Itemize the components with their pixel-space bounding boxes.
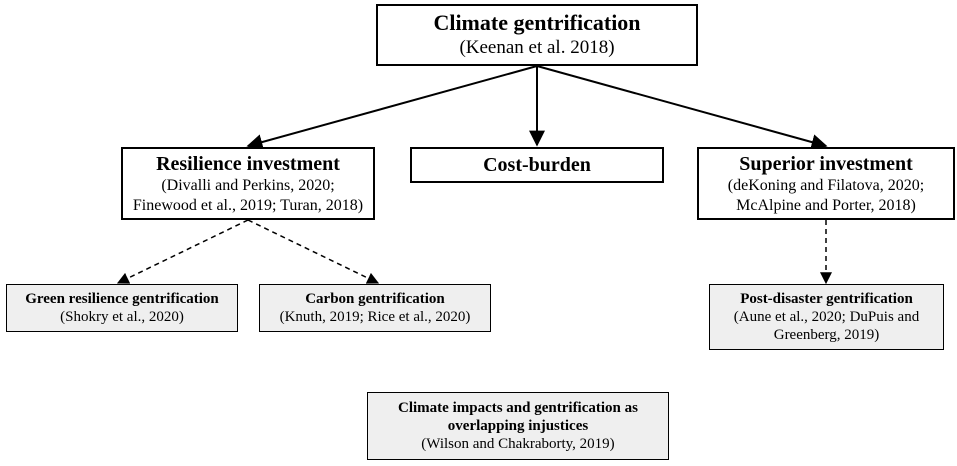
- overlapping-injustices-title-line-1: Climate impacts and gentrification as: [398, 400, 638, 416]
- post-disaster-gentrification-title: Post-disaster gentrification: [740, 291, 913, 307]
- edge-resilience-to-green-resilience: [116, 219, 249, 284]
- superior-investment-citation-line-2: McAlpine and Porter, 2018): [736, 196, 916, 214]
- edge-root-to-resilience-investment: [246, 65, 538, 150]
- resilience-investment-box: Resilience investment (Divalli and Perki…: [121, 147, 375, 220]
- overlapping-injustices-citation: (Wilson and Chakraborty, 2019): [421, 436, 615, 452]
- climate-gentrification-citation: (Keenan et al. 2018): [459, 36, 615, 58]
- edge-resilience-to-carbon: [247, 219, 380, 284]
- superior-investment-title: Superior investment: [739, 153, 913, 176]
- climate-gentrification-box: Climate gentrification (Keenan et al. 20…: [376, 4, 698, 66]
- green-resilience-gentrification-title: Green resilience gentrification: [25, 291, 219, 307]
- overlapping-injustices-title-line-2: overlapping injustices: [447, 418, 589, 434]
- superior-investment-box: Superior investment (deKoning and Filato…: [697, 147, 955, 220]
- climate-gentrification-title: Climate gentrification: [433, 10, 641, 36]
- carbon-gentrification-box: Carbon gentrification (Knuth, 2019; Rice…: [259, 284, 491, 332]
- post-disaster-gentrification-citation-line-1: (Aune et al., 2020; DuPuis and: [733, 309, 920, 325]
- overlapping-injustices-box: Climate impacts and gentrification as ov…: [367, 392, 669, 460]
- resilience-investment-citation-line-1: (Divalli and Perkins, 2020;: [161, 177, 335, 195]
- edge-root-to-superior-investment: [536, 65, 828, 150]
- resilience-investment-citation-line-2: Finewood et al., 2019; Turan, 2018): [132, 196, 364, 214]
- green-resilience-gentrification-box: Green resilience gentrification (Shokry …: [6, 284, 238, 332]
- resilience-investment-title: Resilience investment: [156, 153, 340, 176]
- superior-investment-citation-line-1: (deKoning and Filatova, 2020;: [727, 177, 925, 195]
- carbon-gentrification-title: Carbon gentrification: [305, 291, 445, 307]
- post-disaster-gentrification-box: Post-disaster gentrification (Aune et al…: [709, 284, 944, 350]
- post-disaster-gentrification-citation-line-2: Greenberg, 2019): [773, 327, 880, 343]
- carbon-gentrification-citation: (Knuth, 2019; Rice et al., 2020): [279, 309, 471, 325]
- cost-burden-box: Cost-burden: [410, 147, 664, 183]
- green-resilience-gentrification-citation: (Shokry et al., 2020): [60, 309, 184, 325]
- cost-burden-title: Cost-burden: [483, 154, 591, 176]
